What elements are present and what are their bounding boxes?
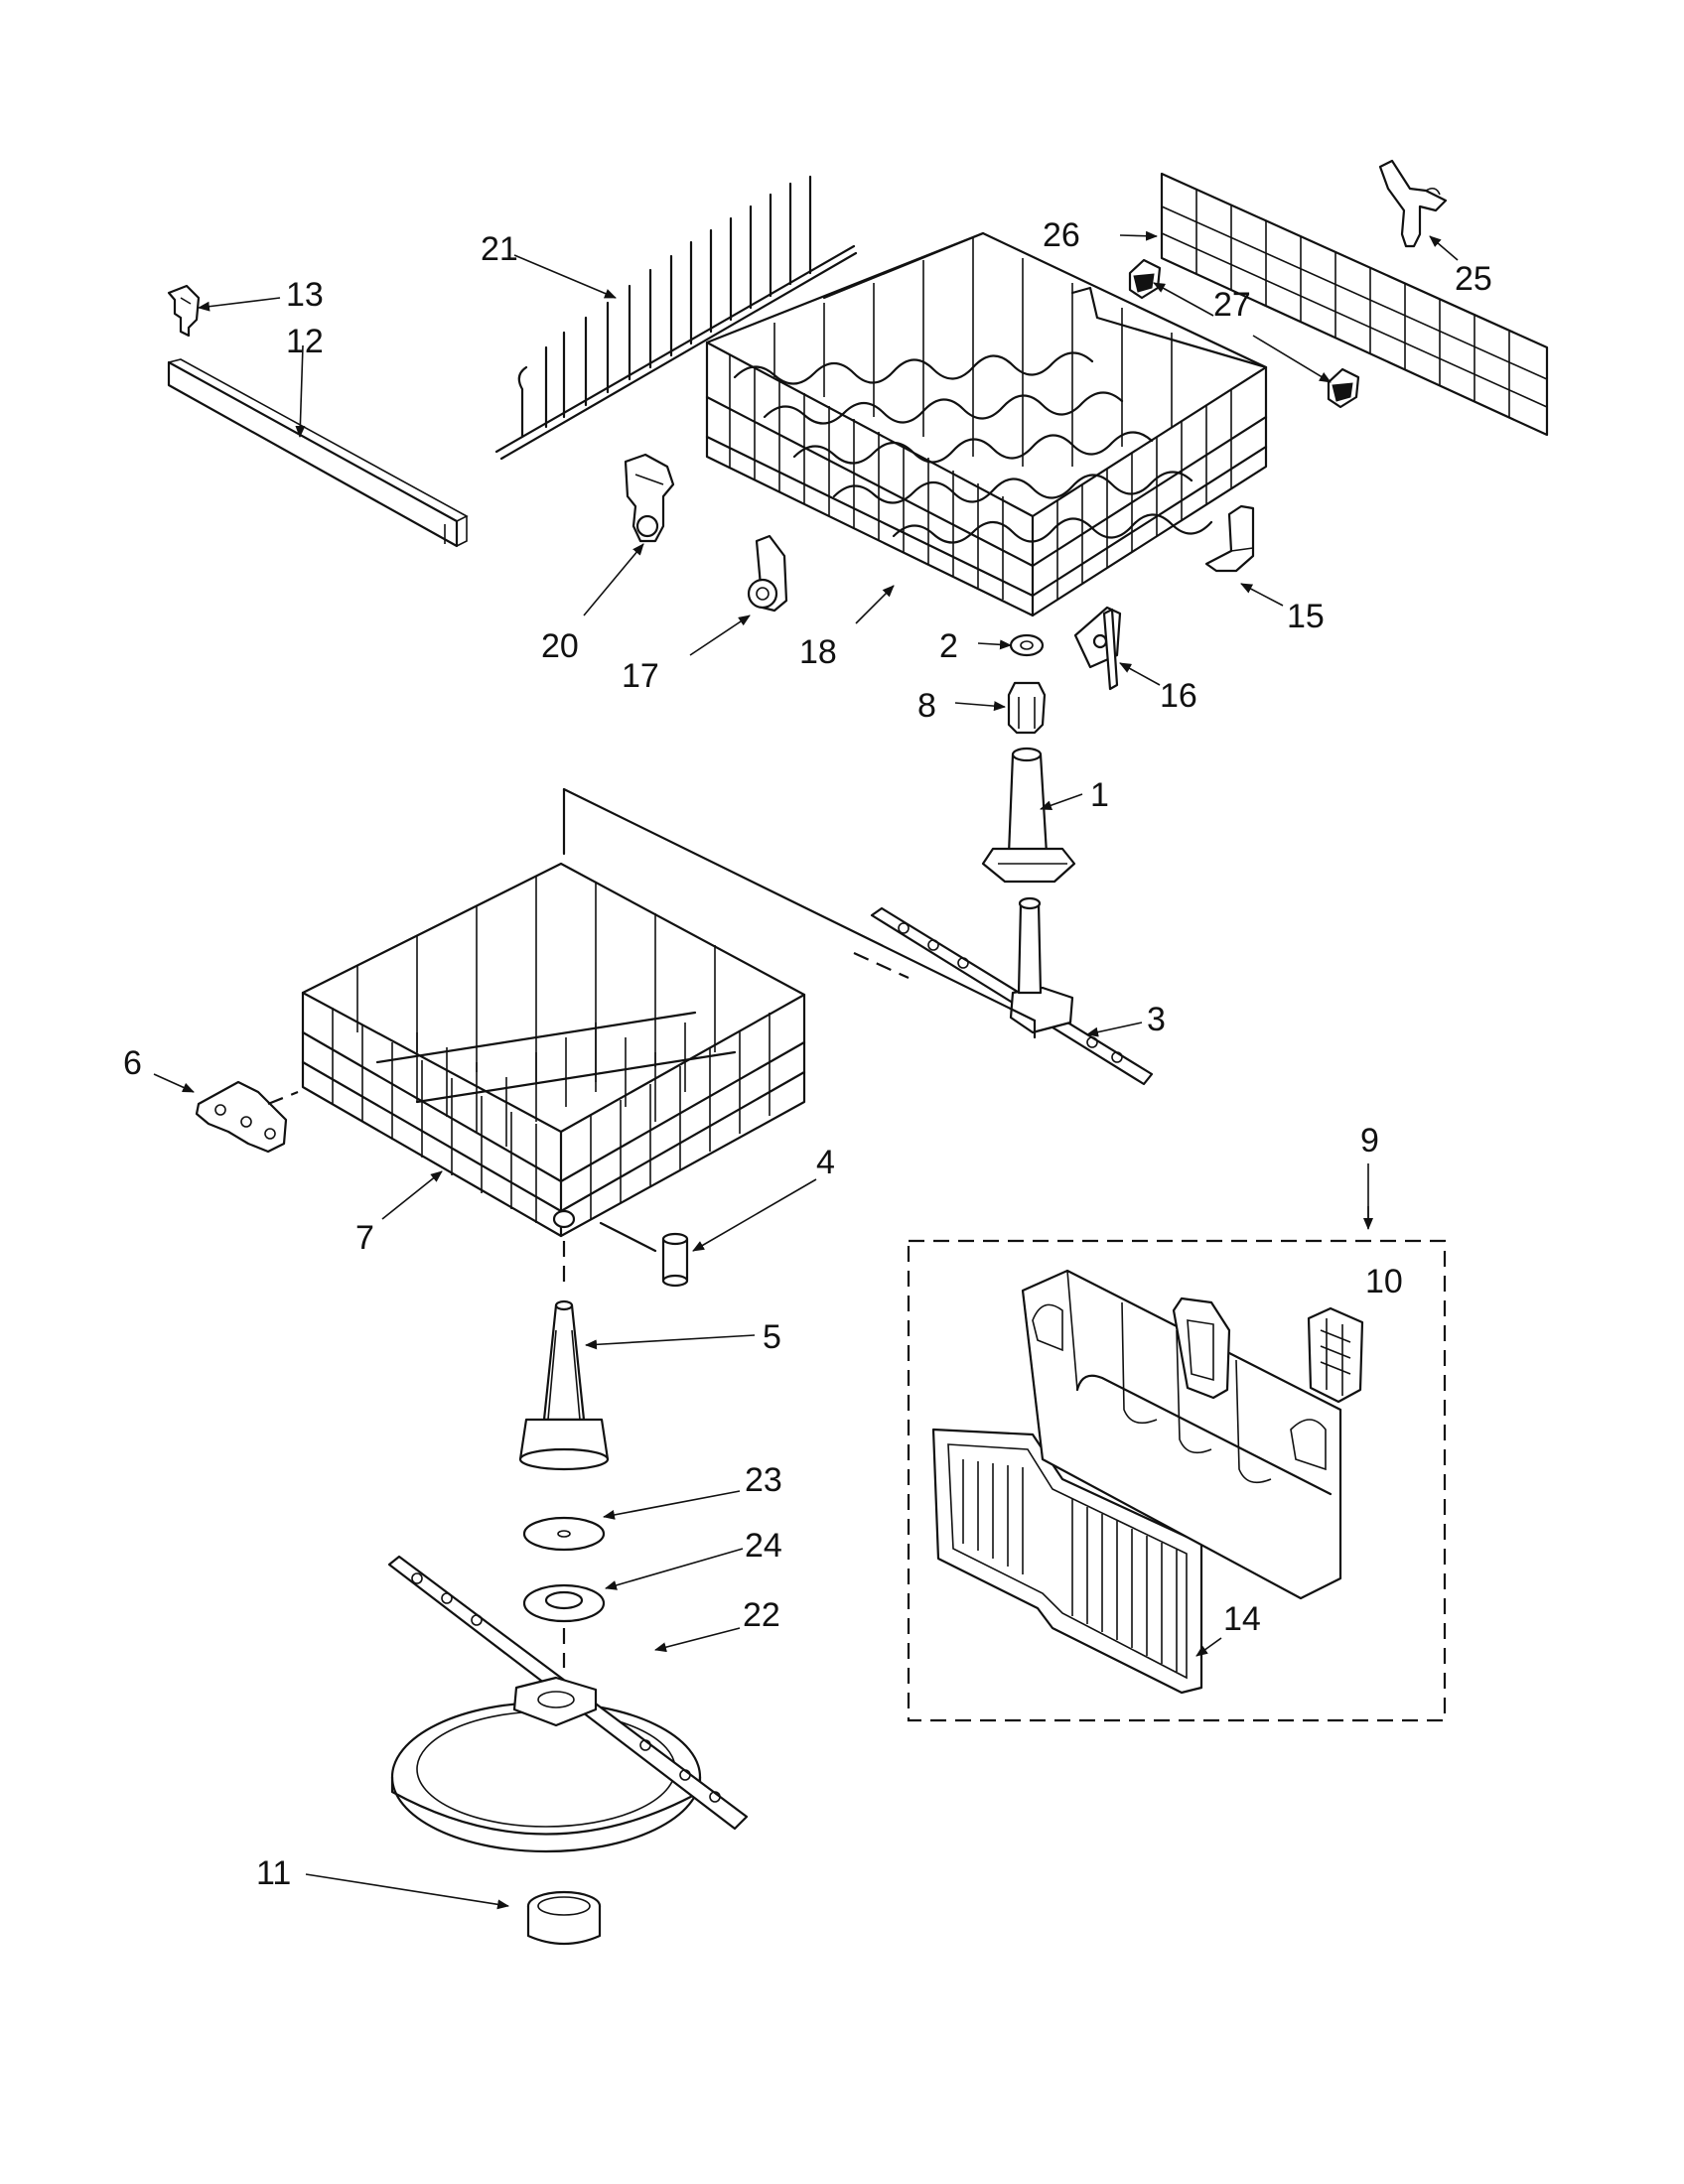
alignment-line (562, 787, 1037, 1039)
callout-labels: 1 2 3 4 5 6 7 8 9 10 11 12 13 14 15 16 1… (123, 216, 1492, 1892)
callout-18: 18 (799, 633, 837, 671)
clip-part-15 (1204, 504, 1255, 573)
callout-26: 26 (1043, 216, 1080, 254)
lower-spray-arm-part-22 (387, 1555, 749, 1853)
callout-12: 12 (286, 323, 324, 360)
callout-25: 25 (1455, 260, 1492, 298)
callout-27: 27 (1213, 286, 1251, 324)
washer-part-2 (1009, 633, 1045, 657)
washer-part-23 (522, 1516, 606, 1552)
callout-13: 13 (286, 276, 324, 314)
callout-23: 23 (745, 1461, 782, 1499)
basket-group-part-9 (907, 1239, 1447, 1722)
callout-7: 7 (355, 1219, 374, 1257)
upper-rack-part-18 (705, 231, 1268, 617)
callout-17: 17 (622, 657, 659, 695)
callout-3: 3 (1147, 1001, 1166, 1038)
clip-part-27-b (1327, 367, 1360, 409)
lower-rack-part-7 (301, 862, 806, 1238)
tine-row-part-21 (494, 175, 858, 461)
nut-part-8 (1007, 681, 1047, 735)
callout-10: 10 (1365, 1263, 1403, 1300)
spray-tube-part-5 (518, 1241, 610, 1471)
callout-5: 5 (763, 1318, 781, 1356)
callout-21: 21 (481, 230, 518, 268)
callout-20: 20 (541, 627, 579, 665)
callout-6: 6 (123, 1044, 142, 1082)
seal-part-24 (522, 1583, 606, 1623)
wheel-part-4 (599, 1221, 689, 1288)
callout-2: 2 (939, 627, 958, 665)
guide-part-16 (1073, 606, 1122, 691)
wheel-bracket-part-6 (195, 1080, 299, 1154)
callout-16: 16 (1160, 677, 1197, 715)
bracket-part-20 (624, 453, 675, 543)
basket-lid-part-10 (1307, 1306, 1364, 1404)
callout-leaders (153, 230, 1459, 1910)
callout-14: 14 (1223, 1600, 1261, 1638)
callout-1: 1 (1090, 776, 1109, 814)
ring-part-11 (526, 1890, 602, 1946)
callout-24: 24 (745, 1527, 782, 1565)
callout-22: 22 (743, 1596, 780, 1634)
roller-part-17 (747, 534, 788, 613)
callout-15: 15 (1287, 598, 1325, 635)
grille-part-26 (1160, 172, 1549, 437)
callout-11: 11 (256, 1854, 291, 1892)
callout-9: 9 (1360, 1122, 1379, 1160)
clip-part-27-a (1128, 258, 1162, 300)
callout-4: 4 (816, 1144, 835, 1181)
spray-tube-part-1 (981, 747, 1076, 884)
rail-part-12 (167, 358, 469, 548)
silverware-basket (1021, 1269, 1342, 1600)
callout-8: 8 (917, 687, 936, 725)
hook-part-25 (1378, 159, 1448, 248)
clip-part-13 (167, 284, 201, 338)
upper-spray-arm-part-3 (870, 896, 1154, 1086)
